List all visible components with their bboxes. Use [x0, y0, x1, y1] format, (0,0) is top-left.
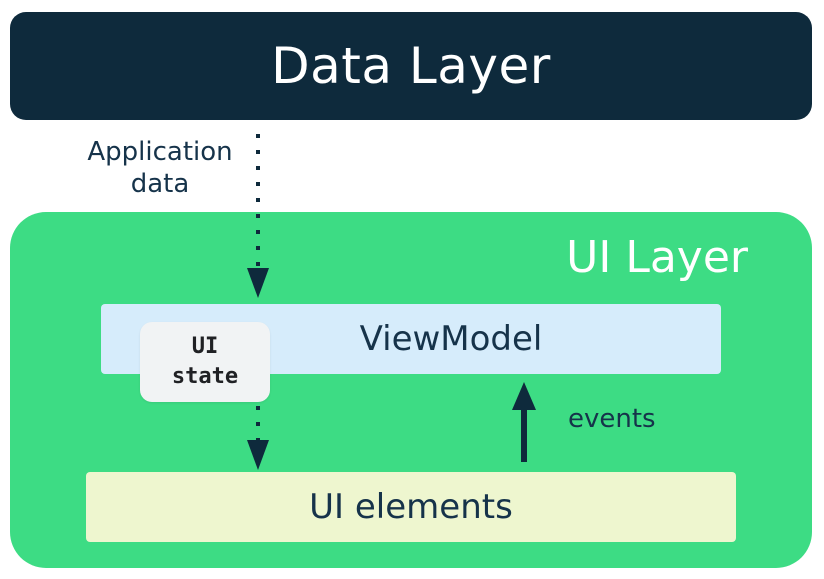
ui-state-line1: UI: [191, 334, 219, 359]
data-layer-title: Data Layer: [271, 37, 551, 95]
application-data-label: Application data: [70, 136, 250, 200]
ui-state-line2: state: [171, 364, 239, 389]
application-data-line1: Application: [87, 137, 233, 167]
viewmodel-label: ViewModel: [359, 319, 543, 359]
data-layer-box: Data Layer: [10, 12, 812, 120]
events-label: events: [568, 404, 656, 434]
ui-layer-box: UI Layer ViewModel UI elements UI state …: [10, 212, 812, 568]
ui-layer-title: UI Layer: [566, 232, 748, 283]
ui-elements-label: UI elements: [309, 487, 513, 527]
ui-elements-box: UI elements: [86, 472, 736, 542]
ui-state-box: UI state: [140, 322, 270, 402]
application-data-line2: data: [130, 169, 190, 199]
